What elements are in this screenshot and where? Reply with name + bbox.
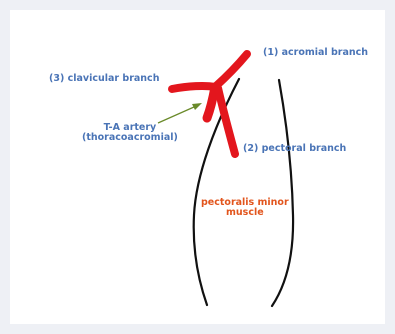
label-acromial-branch: (1) acromial branch xyxy=(263,48,368,58)
label-muscle-line2: muscle xyxy=(201,208,289,218)
clavicular-branch xyxy=(172,86,215,89)
diagram-canvas: (1) acromial branch (3) clavicular branc… xyxy=(10,10,385,324)
muscle-left-border xyxy=(194,79,239,305)
thoracoacromial-artery xyxy=(172,54,247,154)
label-clavicular-branch: (3) clavicular branch xyxy=(49,74,159,84)
label-ta-artery-line2: (thoracoacromial) xyxy=(82,133,178,143)
label-pectoralis-minor: pectoralis minor muscle xyxy=(201,198,289,218)
pointer-arrow xyxy=(158,103,202,123)
acromial-branch xyxy=(215,54,247,87)
pectoral-branch xyxy=(218,88,235,154)
muscle-right-border xyxy=(272,80,293,306)
label-pectoral-branch: (2) pectoral branch xyxy=(243,144,346,154)
label-ta-artery: T-A artery (thoracoacromial) xyxy=(82,123,178,143)
artery-trunk xyxy=(207,87,215,118)
